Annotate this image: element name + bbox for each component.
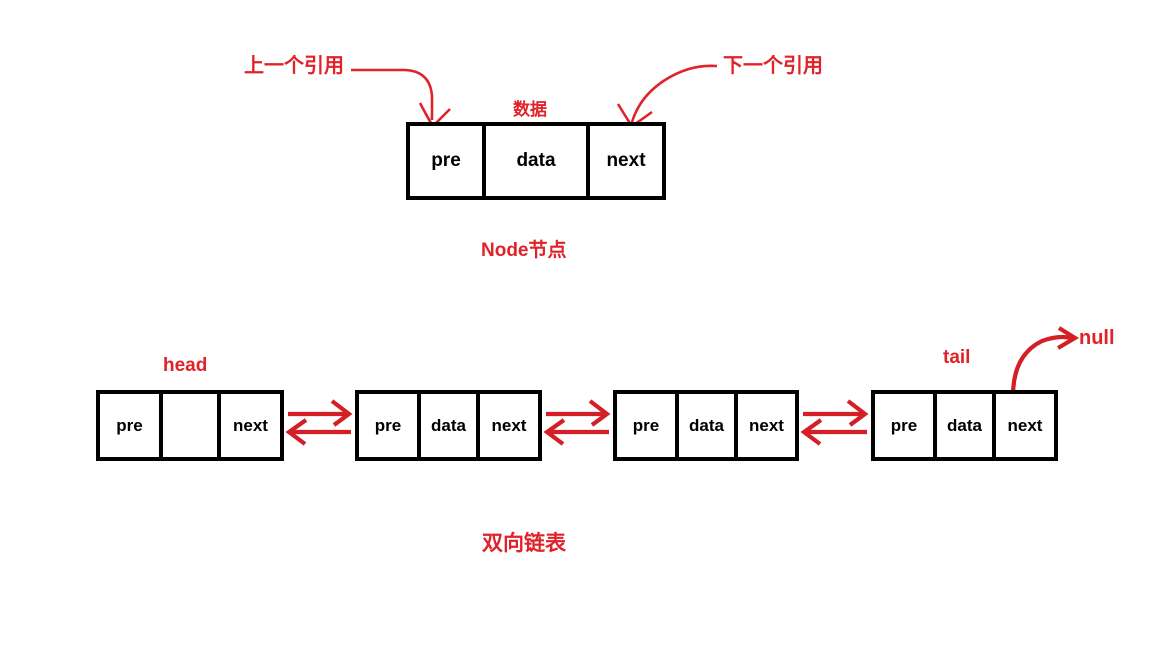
caption-doubly-linked-list: 双向链表 — [482, 532, 566, 555]
cell-data — [159, 394, 217, 457]
cell-next: next — [734, 394, 795, 457]
label-prev-reference: 上一个引用 — [244, 55, 344, 77]
label-null: null — [1079, 327, 1115, 349]
cell-data: data — [417, 394, 476, 457]
list-node-head: pre next — [96, 390, 284, 461]
cell-pre: pre — [100, 394, 159, 457]
cell-pre: pre — [617, 394, 675, 457]
arrow-tail-null — [1010, 326, 1080, 397]
cell-pre: pre — [359, 394, 417, 457]
connector-3 — [800, 399, 869, 446]
caption-node: Node节点 — [481, 240, 567, 261]
label-next-reference: 下一个引用 — [723, 55, 823, 77]
cell-next: next — [217, 394, 280, 457]
list-node-3: pre data next — [613, 390, 799, 461]
cell-data: data — [482, 126, 586, 196]
list-node-tail: pre data next — [871, 390, 1058, 461]
connector-2 — [543, 399, 611, 446]
cell-next: next — [476, 394, 538, 457]
cell-pre: pre — [875, 394, 933, 457]
label-head: head — [163, 355, 208, 376]
list-node-2: pre data next — [355, 390, 542, 461]
cell-pre: pre — [410, 126, 482, 196]
cell-next: next — [992, 394, 1054, 457]
arrow-next-ref — [616, 64, 718, 128]
cell-next: next — [586, 126, 662, 196]
cell-data: data — [675, 394, 734, 457]
connector-1 — [285, 399, 353, 446]
label-tail: tail — [943, 347, 971, 368]
label-data-annotation: 数据 — [513, 100, 547, 119]
node-detail-box: pre data next — [406, 122, 666, 200]
cell-data: data — [933, 394, 992, 457]
arrow-prev-ref — [351, 68, 451, 128]
